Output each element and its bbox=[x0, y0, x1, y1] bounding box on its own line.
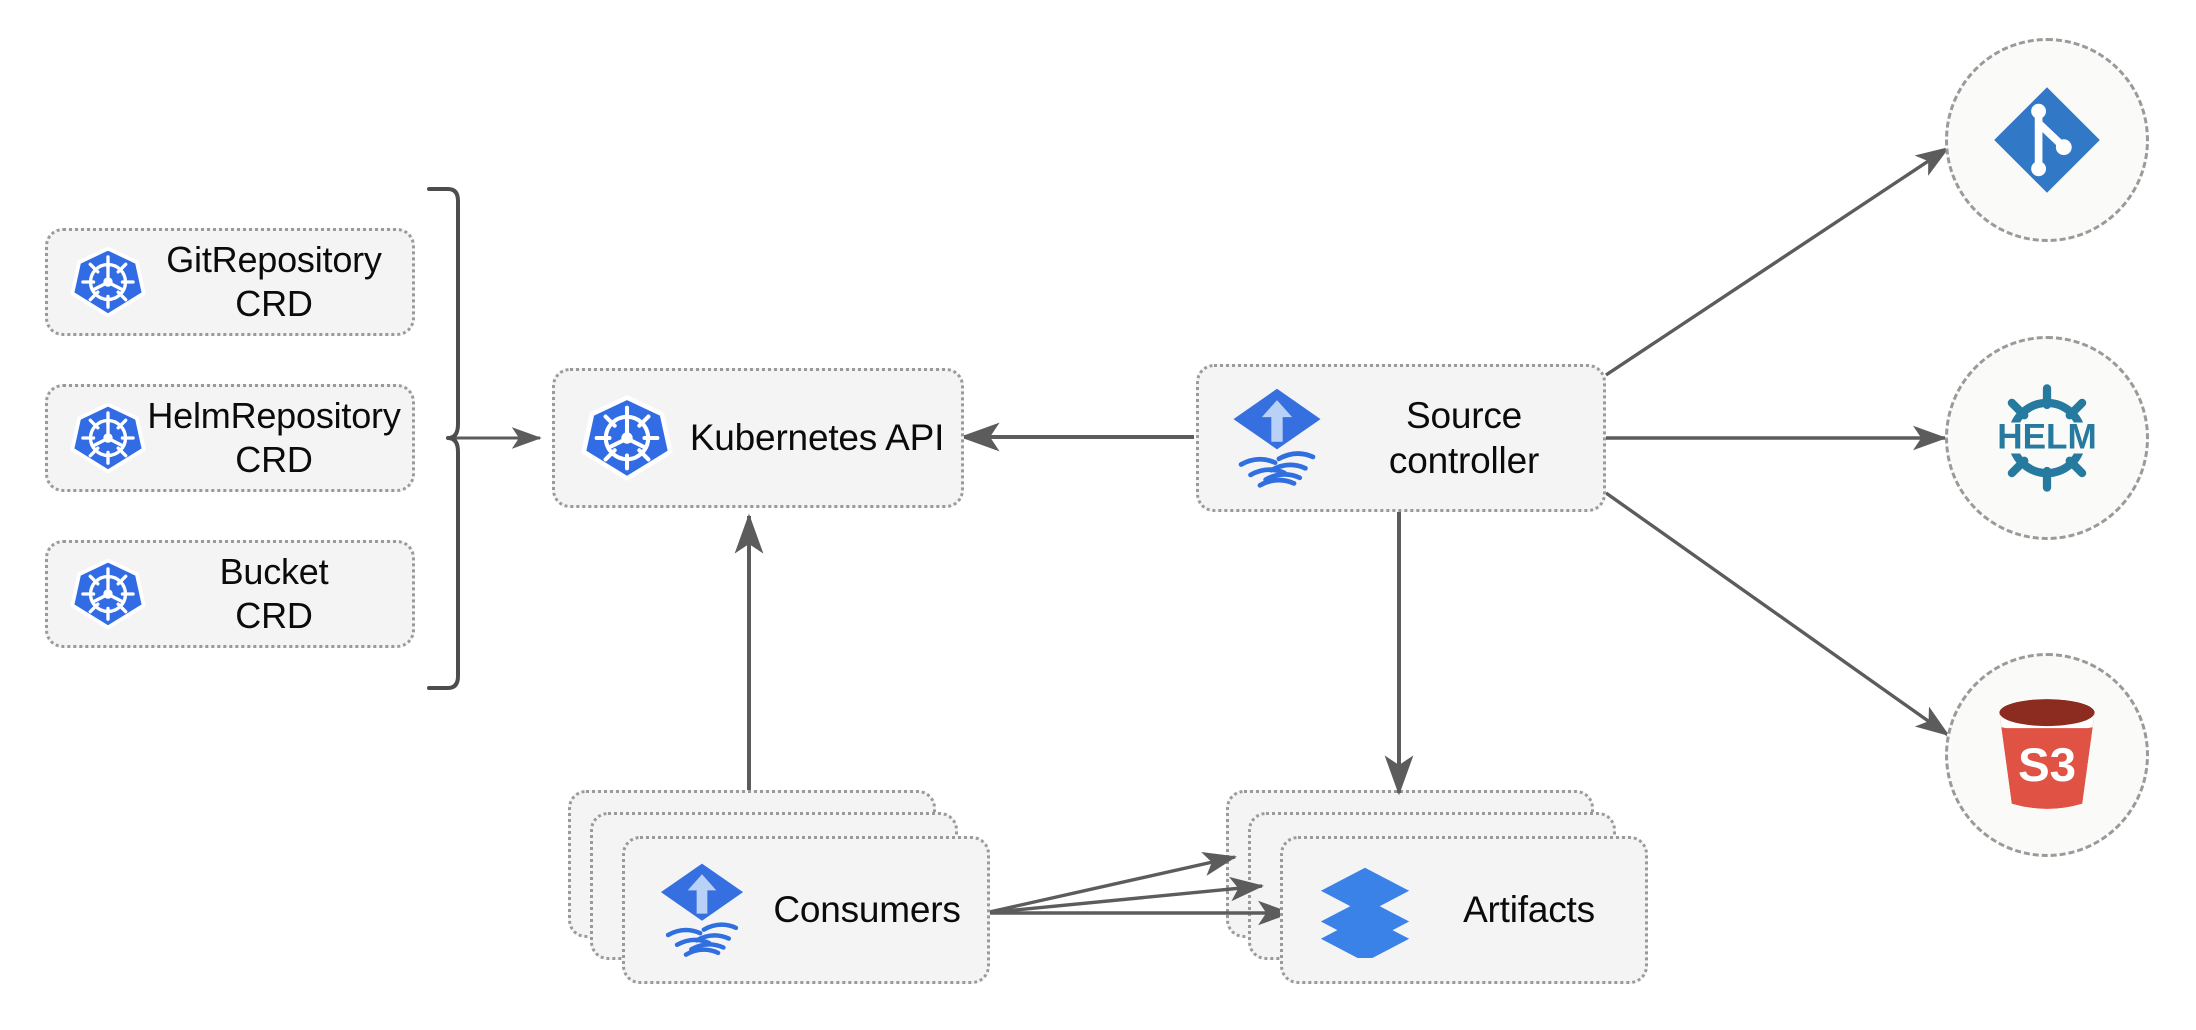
node-artifacts[interactable]: Artifacts bbox=[1280, 836, 1648, 984]
crd-label: GitRepository CRD bbox=[166, 239, 382, 324]
external-helm[interactable]: HELM bbox=[1945, 336, 2149, 540]
node-label: Source controller bbox=[1388, 394, 1540, 481]
kubernetes-icon bbox=[70, 556, 146, 632]
crd-label: Bucket CRD bbox=[219, 551, 329, 636]
kubernetes-icon bbox=[70, 244, 146, 320]
helm-label: HELM bbox=[1997, 417, 2097, 456]
flux-icon bbox=[657, 860, 747, 960]
edge-source-controller-to-s3 bbox=[1605, 491, 1950, 737]
s3-label: S3 bbox=[2018, 739, 2076, 792]
external-s3[interactable]: S3 bbox=[1945, 653, 2149, 857]
s3-bucket-icon: S3 bbox=[1985, 696, 2109, 814]
kubernetes-icon bbox=[70, 400, 146, 476]
crd-box-helmrepository[interactable]: HelmRepository CRD bbox=[45, 384, 415, 492]
crd-label: HelmRepository CRD bbox=[147, 395, 401, 480]
crd-box-gitrepository[interactable]: GitRepository CRD bbox=[45, 228, 415, 336]
edge-source-controller-to-git bbox=[1605, 146, 1950, 377]
crd-box-bucket[interactable]: Bucket CRD bbox=[45, 540, 415, 648]
node-kubernetes-api[interactable]: Kubernetes API bbox=[552, 368, 964, 508]
edge-consumers-to-artifacts-2 bbox=[984, 876, 1265, 915]
git-icon bbox=[1987, 80, 2107, 200]
node-consumers[interactable]: Consumers bbox=[622, 836, 990, 984]
node-source-controller[interactable]: Source controller bbox=[1196, 364, 1606, 512]
node-label: Artifacts bbox=[1463, 889, 1595, 931]
kubernetes-icon bbox=[581, 392, 673, 484]
layers-icon bbox=[1317, 862, 1413, 962]
node-label: Kubernetes API bbox=[689, 417, 945, 459]
flux-icon bbox=[1229, 385, 1325, 491]
external-git[interactable] bbox=[1945, 38, 2149, 242]
node-label: Consumers bbox=[773, 889, 961, 931]
edge-consumers-to-artifacts-1 bbox=[984, 852, 1237, 915]
helm-icon: HELM bbox=[1985, 376, 2109, 500]
